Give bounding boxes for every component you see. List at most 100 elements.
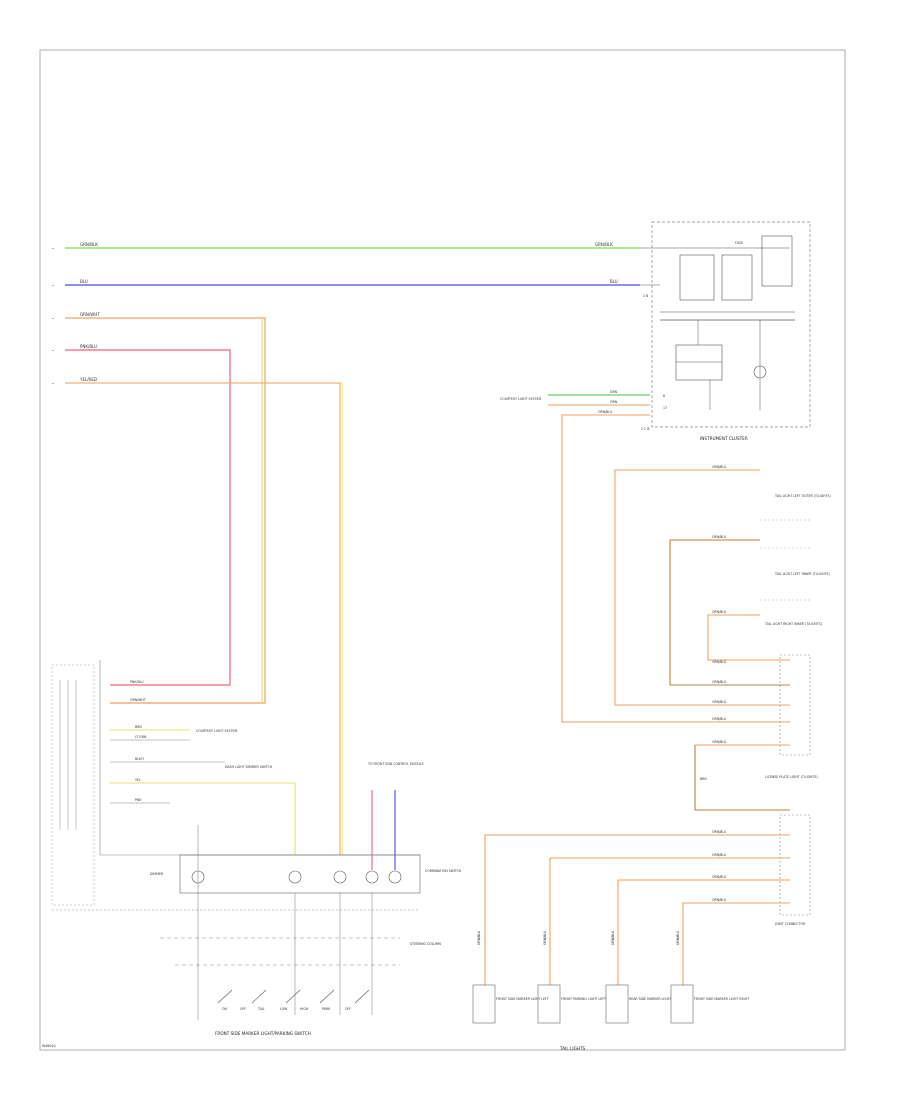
left-block-outline: [51, 664, 95, 906]
cluster-pin: 2 B: [643, 294, 648, 298]
cluster-input-wire: ORN: [610, 400, 618, 404]
tail-wire-label: ORN/BLU: [712, 465, 727, 469]
left-block-note: DASH LIGHT DIMMER SWITCH: [225, 765, 273, 769]
pin-mark: •: [52, 247, 54, 251]
pin-mark: •: [52, 317, 54, 321]
device-label: REAR SIDE MARKER LIGHT: [629, 997, 671, 1001]
cluster-box: [651, 221, 811, 428]
right-wire-label: GRN/BLK: [595, 242, 613, 247]
junction-wire: ORN/BLU: [712, 700, 727, 704]
tail-wire-label: ORN/BLU: [712, 610, 727, 614]
cluster-indicator-box: [679, 254, 715, 301]
junction-wire: ORN/BLU: [712, 853, 727, 857]
tail-wire: [707, 614, 790, 661]
device-wire: ORN/BLU: [543, 930, 547, 945]
device-label: FRONT SIDE MARKER LIGHT RIGHT: [694, 997, 749, 1001]
device-box: [670, 984, 694, 1024]
switch-pin: LOW: [280, 1007, 288, 1011]
instrument-cluster: INSTRUMENT CLUSTER 2 B 2 C B 6 17 FUSE: [640, 221, 811, 441]
junction-wire: ORN/BLU: [712, 740, 727, 744]
left-block-wire: BLK/Y: [135, 757, 144, 761]
cluster-label: INSTRUMENT CLUSTER: [700, 436, 748, 441]
lower-wire: [484, 834, 790, 985]
page-border: [39, 49, 846, 1051]
pin-mark: •: [52, 349, 54, 353]
left-block: PNK/BLU ORN/WHT BRN LT GRN BLK/Y YEL PNK…: [51, 660, 420, 911]
left-wire-label: GRN/BLK: [80, 242, 98, 247]
joint-connector-upper: ORN/BLU ORN/BLU ORN/BLU ORN/BLU ORN/BLU: [695, 654, 811, 756]
cluster-input-wire: ORN/BLU: [598, 410, 613, 414]
tail-light-label: TAIL LIGHT LEFT OUTER (T/LIGHTS): [774, 494, 831, 498]
junction-box: [779, 654, 811, 756]
tail-wire: [614, 469, 790, 706]
cluster-inputs: COURTESY LIGHT SYSTEM GRN ORN ORN/BLU: [500, 390, 790, 723]
device-label: FRONT SIDE MARKER LIGHT LEFT: [496, 997, 549, 1001]
junction-wire: ORN/BLU: [712, 875, 727, 879]
switch-left-label: DIMMER: [150, 872, 164, 876]
switch-block: TO FRONT END CONTROL MODULE DIMMER COMBI…: [150, 762, 462, 1020]
left-wire-group: • • • • • GRN/BLK BLU ORN/WHT PNK/BLU YE…: [52, 242, 640, 855]
junction-box: [779, 814, 811, 916]
switch-pin: OFF: [240, 1007, 246, 1011]
junction-label: JOINT CONNECTOR: [774, 922, 806, 926]
switch-pin: OFF: [345, 1007, 351, 1011]
cluster-pin: 17: [663, 406, 667, 410]
switch-contact: [288, 870, 302, 884]
lower-wire: [549, 857, 790, 985]
left-block-wire: BRN: [135, 725, 142, 729]
cluster-indicator-box: [761, 235, 793, 287]
switch-contact: [333, 870, 347, 884]
bulb-icon: [753, 365, 767, 379]
left-block-wire: ORN/WHT: [130, 698, 146, 702]
cluster-note: FUSE: [735, 241, 743, 245]
cluster-input-wire: GRN: [610, 390, 618, 394]
bottom-group-caption: TAIL LIGHTS: [559, 1046, 586, 1051]
tail-light-label: TAIL LIGHT LEFT INNER (T/LIGHTS): [774, 572, 830, 576]
tail-light-section: ORN/BLU ORN/BLU ORN/BLU TAIL LIGHT LEFT …: [614, 465, 831, 706]
cluster-indicator-box: [721, 254, 753, 301]
left-block-wire: LT GRN: [135, 735, 147, 739]
wire-orn-wht: [65, 317, 266, 704]
right-wire-label: BLU: [610, 279, 618, 284]
device-box: [605, 984, 629, 1024]
switch-pin: PARK: [322, 1007, 331, 1011]
mid-wire-label: BRN: [700, 777, 707, 781]
left-wire-label: BLU: [80, 279, 88, 284]
junction-wire: ORN/BLU: [712, 660, 727, 664]
left-block-note: COURTESY LIGHT SYSTEM: [196, 729, 237, 733]
junction-wire: ORN/BLU: [712, 680, 727, 684]
mid-wire: [694, 745, 790, 811]
junction-wire: ORN/BLU: [712, 898, 727, 902]
device-wire: ORN/BLU: [477, 930, 481, 945]
switch-pin: TAIL: [257, 1007, 265, 1011]
cluster-pin: 6: [663, 394, 665, 398]
device-wire: ORN/BLU: [611, 930, 615, 945]
ground-label: STEERING COLUMN: [410, 942, 441, 946]
wire-yel-red: [65, 382, 341, 855]
wire-pnk-blu: [65, 349, 231, 686]
device-box: [537, 984, 561, 1024]
switch-contact: [365, 870, 379, 884]
left-block-wire: YEL: [135, 778, 141, 782]
joint-connector-lower: ORN/BLU ORN/BLU ORN/BLU ORN/BLU JOINT CO…: [484, 814, 811, 985]
device-box: [472, 984, 496, 1024]
pin-mark: •: [52, 284, 54, 288]
lower-wire: [617, 879, 790, 985]
junction-wire: ORN/BLU: [712, 830, 727, 834]
left-block-wire: PNK: [135, 798, 142, 802]
switch-side-label: COMBINATION SWITCH: [425, 869, 462, 873]
switch-box: [179, 854, 421, 894]
junction-wire: ORN/BLU: [712, 717, 727, 721]
switch-contact: [388, 870, 402, 884]
switch-pin: ON: [222, 1007, 228, 1011]
bottom-switch-caption: FRONT SIDE MARKER LIGHT/PARKING SWITCH: [215, 1031, 311, 1036]
left-wire-label: PNK/BLU: [80, 344, 97, 349]
page-ref: W4604Q: [42, 1044, 56, 1048]
bottom-switch: ON OFF TAIL LOW HIGH PARK OFF FRONT SIDE…: [215, 989, 370, 1036]
left-block-wire: PNK/BLU: [130, 680, 144, 684]
device-wire: ORN/BLU: [676, 930, 680, 945]
top-connector-label: TO FRONT END CONTROL MODULE: [367, 762, 424, 766]
lower-wire: [682, 902, 790, 985]
mid-connector: BRN LICENSE PLATE LIGHT (T/LIGHTS): [694, 745, 818, 811]
